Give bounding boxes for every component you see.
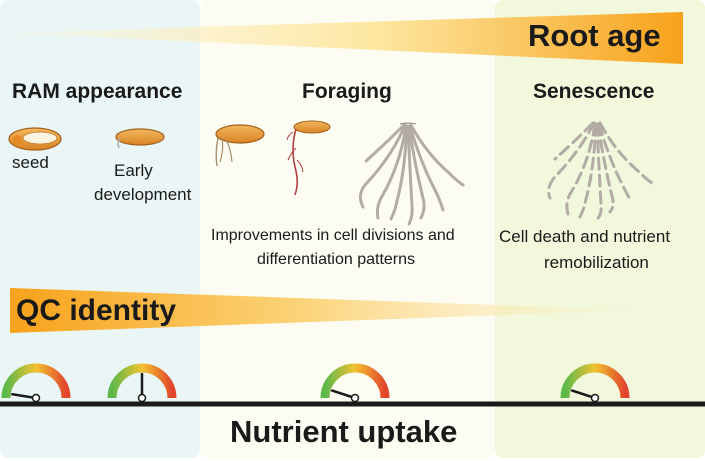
gauge-hub bbox=[590, 393, 600, 403]
foraging-description-1: Improvements in cell divisions and bbox=[211, 227, 455, 244]
root-age-arrow bbox=[5, 12, 683, 64]
nutrient-gauge-icon bbox=[1, 363, 71, 403]
senescence-description-1: Cell death and nutrient bbox=[499, 227, 671, 246]
mature-root-system-icon bbox=[358, 123, 465, 226]
header-foraging: Foraging bbox=[302, 80, 392, 103]
panel-foraging bbox=[200, 0, 495, 458]
foraging-description-2: differentiation patterns bbox=[257, 251, 416, 268]
nutrient-gauge-icon bbox=[320, 363, 390, 403]
nutrient-gauge-icon bbox=[107, 363, 177, 403]
root-age-label: Root age bbox=[528, 18, 661, 53]
seed-label: seed bbox=[12, 153, 49, 172]
header-ram-appearance: RAM appearance bbox=[12, 80, 183, 103]
gauge-dial bbox=[107, 363, 177, 399]
mature-root-outline bbox=[399, 122, 417, 125]
gauge-dial bbox=[560, 363, 630, 399]
senescence-description-2: remobilization bbox=[544, 253, 649, 272]
senescent-root-system-icon bbox=[547, 121, 654, 220]
gauge-hub bbox=[137, 393, 147, 403]
nutrient-uptake-label: Nutrient uptake bbox=[230, 414, 458, 449]
gauge-group bbox=[1, 363, 630, 403]
gauge-dial bbox=[320, 363, 390, 399]
gauge-hub bbox=[350, 393, 360, 403]
panel-senescence bbox=[495, 0, 705, 458]
nutrient-gauge-icon bbox=[560, 363, 630, 403]
qc-identity-label: QC identity bbox=[16, 294, 177, 327]
seedling-icon bbox=[286, 120, 331, 196]
gauge-hub bbox=[31, 393, 41, 403]
germinating-seed-icon bbox=[215, 124, 265, 167]
early-development-label-1: Early bbox=[114, 161, 153, 180]
qc-identity-arrow bbox=[10, 288, 640, 333]
early-seed-icon bbox=[115, 128, 165, 149]
seed-icon bbox=[8, 127, 62, 151]
early-development-label-2: development bbox=[94, 185, 192, 204]
gauge-dial bbox=[1, 363, 71, 399]
header-senescence: Senescence bbox=[533, 80, 655, 103]
